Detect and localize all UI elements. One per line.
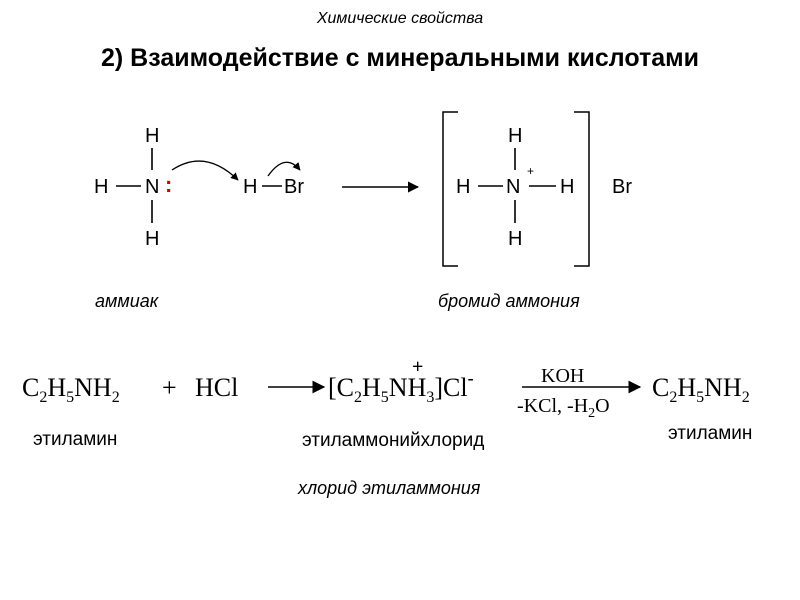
curved-arrow-lone-pair bbox=[171, 160, 239, 181]
hbr-molecule: H Br bbox=[243, 176, 304, 198]
lone-pair: : bbox=[165, 172, 172, 197]
ammonium-h-bottom: H bbox=[508, 228, 522, 250]
intermediate-formula: [C2H5NH3]Cl- bbox=[328, 368, 474, 406]
curved-arrow-bond bbox=[267, 161, 301, 177]
bromide-ion: Br bbox=[612, 176, 632, 198]
ammonium-h-left: H bbox=[456, 176, 470, 198]
ammonium-h-right: H bbox=[560, 176, 574, 198]
hcl-formula: HCl bbox=[195, 373, 238, 402]
section-subtitle: Химические свойства bbox=[316, 10, 484, 27]
ammonia-h-bottom: H bbox=[145, 228, 159, 250]
label-ammonia: аммиак bbox=[95, 291, 160, 311]
slide-title: 2) Взаимодействие с минеральными кислота… bbox=[101, 44, 699, 72]
name-product: этиламин bbox=[668, 423, 752, 444]
name-alternative: хлорид этиламмония bbox=[297, 478, 481, 498]
ammonia-molecule: H H N H : bbox=[94, 125, 172, 250]
reagent-koh: KOH bbox=[541, 365, 584, 387]
ammonium-bromide: H H N H H + bbox=[442, 111, 590, 267]
name-reactant: этиламин bbox=[33, 429, 117, 450]
reactant-ethylamine-formula: C2H5NH2 bbox=[22, 373, 120, 406]
intermediate-charge-plus: + bbox=[412, 356, 423, 378]
conditions: -KCl, -H2O bbox=[517, 395, 610, 421]
name-intermediate: этиламмонийхлорид bbox=[302, 430, 484, 451]
right-bracket bbox=[574, 111, 590, 267]
ammonia-h-left: H bbox=[94, 176, 108, 198]
plus-sign: + bbox=[162, 373, 177, 402]
hbr-br: Br bbox=[284, 176, 304, 198]
ammonia-n: N bbox=[145, 176, 159, 198]
label-ammonium-bromide: бромид аммония bbox=[438, 291, 580, 311]
ammonium-charge: + bbox=[527, 164, 534, 178]
product-ethylamine-formula: C2H5NH2 bbox=[652, 373, 750, 406]
left-bracket bbox=[442, 111, 458, 267]
ammonium-h-top: H bbox=[508, 125, 522, 147]
ammonium-n: N bbox=[506, 176, 520, 198]
ammonia-h-top: H bbox=[145, 125, 159, 147]
hbr-h: H bbox=[243, 176, 257, 198]
